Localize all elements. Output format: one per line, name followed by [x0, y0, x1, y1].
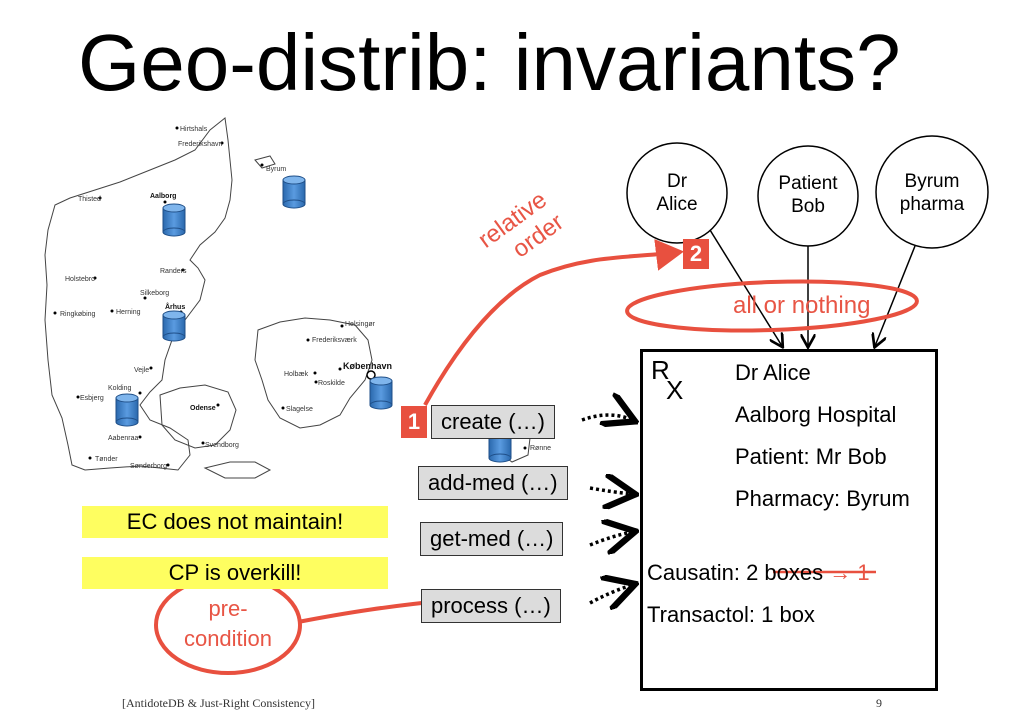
city-esbjerg: Esbjerg [80, 395, 104, 402]
actor-dr-alice-line1: Dr [666, 171, 688, 192]
city-labels: Hirtshals Frederikshavn Byrum Thisted Aa… [53, 126, 551, 470]
city-kobenhavn: København [343, 361, 392, 371]
city-ringkobing: Ringkøbing [60, 311, 96, 318]
database-icons [115, 175, 512, 463]
op-get-med-button[interactable]: get-med (…) [420, 522, 564, 556]
city-aalborg: Aalborg [150, 193, 176, 200]
arrow-alice-to-rx [709, 229, 782, 346]
step-2-badge: 2 [683, 239, 709, 269]
op-create-button[interactable]: create (…) [431, 405, 555, 439]
rx-doctor: Dr Alice [735, 360, 811, 385]
database-icon-aalborg [162, 203, 186, 237]
city-slagelse: Slagelse [286, 406, 313, 413]
city-kolding: Kolding [108, 385, 131, 392]
rx-med1-label: Causatin: [647, 560, 747, 585]
rx-med2: Transactol: 1 box [647, 602, 815, 627]
relative-order-arrow [423, 238, 684, 406]
database-icon-kolding [115, 393, 139, 427]
note-cp: CP is overkill! [82, 557, 388, 589]
city-arhus: Århus [165, 302, 185, 311]
city-sonderborg: Sønderborg [130, 463, 167, 470]
jutland-coast [44, 117, 233, 471]
rx-pharmacy: Pharmacy: Byrum [735, 486, 910, 511]
rx-med1-old: 2 boxes [746, 560, 824, 585]
op-process-button[interactable]: process (…) [421, 589, 561, 623]
rx-symbol-x: X [666, 375, 684, 405]
database-icon-arhus [162, 310, 186, 342]
rx-hospital: Aalborg Hospital [735, 402, 897, 427]
city-ronne: Rønne [530, 445, 551, 452]
city-holstebro: Holstebro [65, 276, 95, 283]
arrow-add-med [589, 488, 632, 494]
city-frederikshavn: Frederikshavn [178, 141, 222, 148]
city-thisted: Thisted [78, 196, 101, 203]
arrow-pharma-to-rx [875, 245, 916, 346]
all-or-nothing-label: all or nothing [733, 292, 871, 319]
lolland-coast [203, 461, 272, 479]
step-1-badge: 1 [401, 406, 427, 438]
note-ec: EC does not maintain! [82, 506, 388, 538]
footer-citation: [AntidoteDB & Just-Right Consistency] [122, 696, 315, 710]
city-holbaek: Holbæk [284, 371, 309, 378]
arrow-get-med [589, 532, 632, 545]
rx-patient: Patient: Mr Bob [735, 444, 887, 469]
arrow-process [589, 585, 632, 603]
city-herning: Herning [116, 309, 141, 316]
city-aabenraa: Aabenraa [108, 435, 138, 442]
database-icon-byrum [282, 175, 306, 209]
rx-med1: Causatin: 2 boxes → 1 [647, 559, 870, 587]
city-tonder: Tønder [95, 456, 118, 463]
pre-condition-line2: condition [183, 626, 273, 651]
op-add-med-button[interactable]: add-med (…) [418, 466, 568, 500]
pre-condition-label: pre- condition [170, 594, 286, 654]
arrow-create [581, 415, 632, 420]
zealand-coast [254, 317, 373, 429]
city-frederiksvaerk: Frederiksværk [312, 337, 357, 344]
funen-coast [159, 384, 237, 449]
actor-patient-bob-line2: Bob [791, 196, 825, 217]
city-randers: Randers [160, 268, 187, 275]
denmark-map-outline [44, 117, 531, 479]
laeso-coast [254, 155, 276, 169]
prescription-box: R X Dr Alice Aalborg Hospital Patient: M… [640, 349, 938, 691]
actor-circle-byrum-pharma [875, 135, 989, 249]
rx-symbol-r: R [651, 355, 670, 385]
slide-title: Geo-distrib: invariants? [78, 18, 901, 107]
city-byrum: Byrum [266, 166, 286, 173]
city-svendborg: Svendborg [205, 442, 239, 449]
actor-byrum-pharma-line1: Byrum [904, 171, 960, 192]
actor-dr-alice-line2: Alice [656, 194, 698, 215]
actor-patient-bob-line1: Patient [778, 173, 838, 194]
rx-med1-new: → 1 [823, 560, 870, 585]
database-icon-kobenhavn [369, 376, 393, 410]
operation-arrows [581, 415, 632, 603]
actor-byrum-pharma-line2: pharma [899, 194, 965, 215]
actor-byrum-pharma: Byrum pharma [886, 170, 978, 216]
pre-condition-line1: pre- [208, 596, 248, 621]
actor-dr-alice: Dr Alice [637, 170, 717, 216]
actor-patient-bob: Patient Bob [762, 172, 854, 218]
city-roskilde: Roskilde [318, 380, 345, 387]
city-hirtshals: Hirtshals [180, 126, 208, 133]
city-vejle: Vejle [134, 367, 149, 374]
city-silkeborg: Silkeborg [140, 290, 169, 297]
all-or-nothing-ellipse [625, 279, 919, 333]
page-number: 9 [876, 696, 882, 710]
city-odense: Odense [190, 405, 216, 412]
city-helsingor: Helsingør [345, 321, 376, 328]
